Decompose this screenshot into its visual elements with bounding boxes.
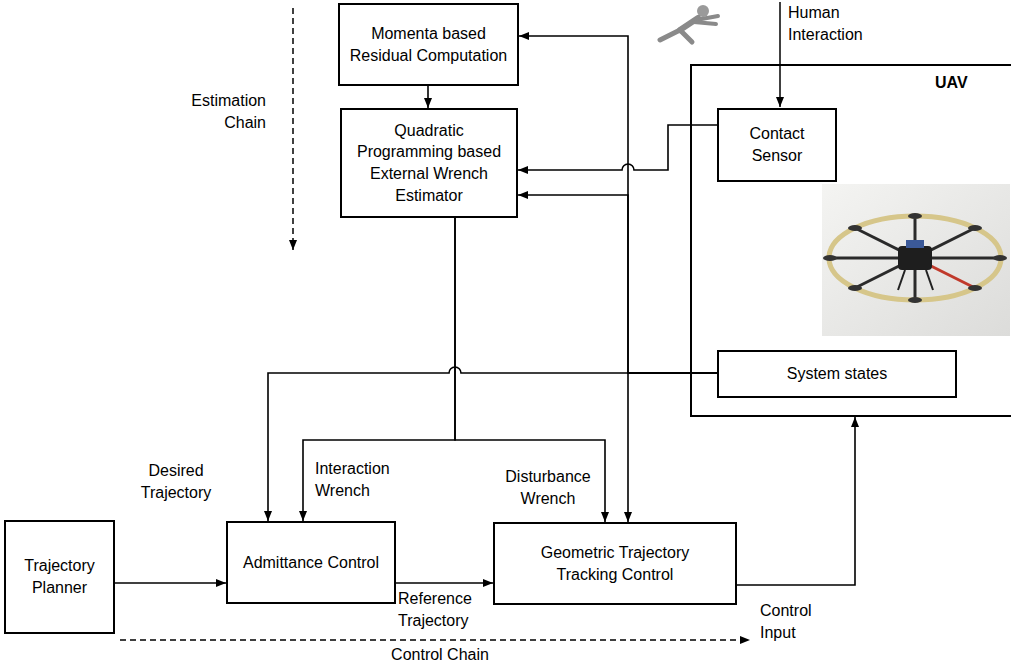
node-text: Trajectory Planner [14, 555, 105, 598]
estimation-chain-arrow [292, 8, 294, 250]
photo-ground [822, 184, 1010, 336]
human-leg [680, 30, 692, 42]
connector [115, 582, 226, 584]
connector [455, 218, 605, 522]
rotor [848, 225, 862, 231]
human-leg [660, 30, 680, 40]
rotor [848, 285, 862, 291]
drone-board [906, 240, 924, 248]
input-label: Human Interaction [788, 2, 888, 47]
human-arm [696, 16, 718, 20]
process-box: Geometric Trajectory Tracking Control [493, 522, 737, 605]
rotor [968, 285, 982, 291]
rotor [993, 255, 1007, 261]
drone-gear [898, 270, 905, 290]
node-text: System states [787, 363, 887, 385]
edge-label: Desired Trajectory [126, 460, 226, 505]
drone-body [898, 246, 932, 270]
process-box: Admittance Control [226, 521, 396, 604]
node-text: Admittance Control [243, 552, 379, 574]
node-text: Contact Sensor [733, 123, 821, 166]
human-figure [660, 5, 718, 42]
connector [737, 417, 855, 585]
chain-label: Control Chain [380, 644, 500, 666]
connector [628, 373, 717, 522]
sensor-box: Contact Sensor [717, 108, 837, 182]
drone-arms [830, 216, 1000, 300]
container-title: UAV [935, 72, 968, 94]
process-box: Quadratic Programming based External Wre… [340, 108, 518, 218]
uav-container: UAV Contact SensorSystem states [690, 64, 1011, 417]
edge-label: Control Input [760, 600, 838, 645]
control-chain-arrow [120, 639, 750, 641]
connector [518, 195, 717, 373]
drone-gear [926, 270, 933, 290]
human-interaction-arrow [779, 2, 781, 107]
node-text: Geometric Trajectory Tracking Control [519, 542, 711, 585]
drone-photo [822, 184, 1010, 336]
state-box: System states [717, 350, 957, 398]
connector [518, 125, 717, 170]
connector [396, 582, 493, 584]
rotor [823, 255, 837, 261]
connector [519, 36, 717, 373]
human-arm [694, 22, 716, 24]
connector [268, 367, 717, 521]
connector [303, 218, 455, 521]
drone-rotors [823, 213, 1007, 303]
connector [427, 86, 429, 108]
process-box: Momenta based Residual Computation [338, 3, 519, 86]
node-text: Quadratic Programming based External Wre… [350, 120, 508, 206]
process-box: Trajectory Planner [4, 520, 115, 634]
edge-label: Reference Trajectory [398, 588, 480, 633]
edge-label: Disturbance Wrench [498, 466, 598, 511]
rotor [968, 225, 982, 231]
node-text: Momenta based Residual Computation [348, 23, 509, 66]
drone-ring [829, 216, 1001, 300]
rotor [908, 297, 922, 303]
edge-label: Interaction Wrench [315, 458, 425, 503]
chain-label: Estimation Chain [180, 90, 266, 135]
rotor [908, 213, 922, 219]
